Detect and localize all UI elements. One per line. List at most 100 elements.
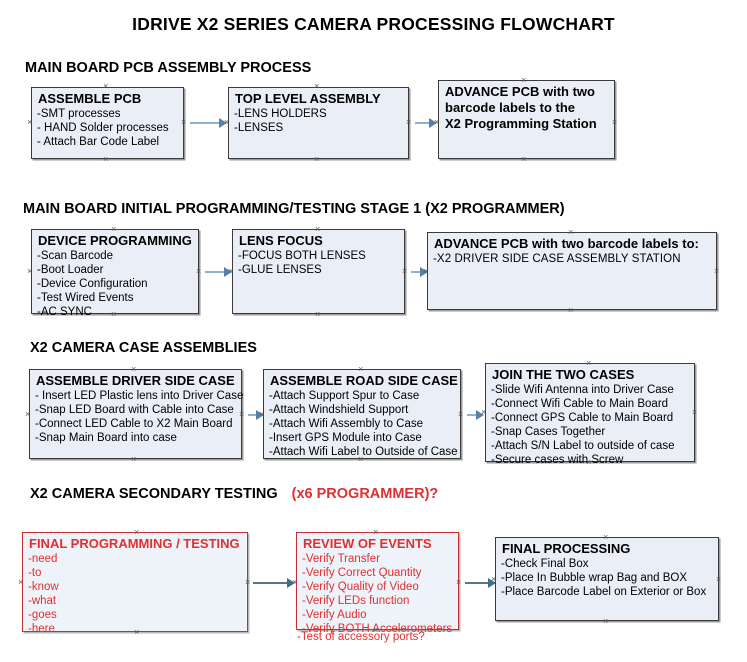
box-review-of-events[interactable]: REVIEW OF EVENTS -Verify Transfer -Verif… [296,532,459,635]
box-title: ADVANCE PCB with two [445,84,595,99]
handle-marker[interactable]: × [423,266,429,276]
handle-marker[interactable]: × [103,81,109,91]
box-final-programming-testing[interactable]: FINAL PROGRAMMING / TESTING -need -to -k… [22,532,248,635]
handle-marker[interactable]: × [456,577,462,587]
handle-marker[interactable]: × [196,266,202,276]
box-assemble-pcb[interactable]: ASSEMBLE PCB -SMT processes - HAND Solde… [31,87,184,159]
box-line: -here [28,623,55,635]
handle-marker[interactable]: × [111,224,117,234]
box-line: -Attach S/N Label to outside of case [491,440,675,452]
box-line: -Snap Cases Together [491,426,606,438]
handle-marker[interactable]: × [292,577,298,587]
handle-marker[interactable]: × [27,117,33,127]
handle-marker[interactable]: × [25,409,31,419]
handle-marker[interactable]: × [181,117,187,127]
handle-marker[interactable]: × [716,574,722,584]
box-line: -LENS HOLDERS [234,108,327,120]
handle-marker[interactable]: × [131,364,137,374]
box-line: -Device Configuration [37,278,148,290]
box-title: ASSEMBLE DRIVER SIDE CASE [36,373,235,388]
connector-top-assembly-to-advance [415,122,435,124]
handle-marker[interactable]: × [228,266,234,276]
box-advance-pcb-driver-side-case[interactable]: ADVANCE PCB with two barcode labels to: … [427,232,717,310]
section-heading-3: X2 CAMERA CASE ASSEMBLIES [30,340,257,356]
handle-marker[interactable]: × [603,616,609,626]
box-join-the-two-cases[interactable]: JOIN THE TWO CASES -Slide Wifi Antenna i… [485,363,695,466]
box-final-processing[interactable]: FINAL PROCESSING -Check Final Box -Place… [495,537,719,621]
arrow-head-icon [224,267,232,277]
box-title: JOIN THE TWO CASES [492,367,635,382]
handle-marker[interactable]: × [521,75,527,85]
box-lens-focus[interactable]: LENS FOCUS -FOCUS BOTH LENSES -GLUE LENS… [232,229,405,314]
box-top-level-assembly[interactable]: TOP LEVEL ASSEMBLY -LENS HOLDERS -LENSES [228,87,409,159]
handle-marker[interactable]: × [521,154,527,164]
section-heading-2-text: MAIN BOARD INITIAL PROGRAMMING/TESTING S… [23,201,565,217]
section-heading-3-text: X2 CAMERA CASE ASSEMBLIES [30,340,257,356]
box-line: -Place In Bubble wrap Bag and BOX [501,572,688,584]
box-line: -Snap Main Board into case [35,432,177,444]
box-line: -Connect GPS Cable to Main Board [491,412,674,424]
handle-marker[interactable]: × [315,224,321,234]
handle-marker[interactable]: × [134,627,140,637]
handle-marker[interactable]: × [458,409,464,419]
handle-marker[interactable]: × [224,117,230,127]
handle-marker[interactable]: × [402,266,408,276]
box-assemble-driver-side-case[interactable]: ASSEMBLE DRIVER SIDE CASE - Insert LED P… [29,369,244,459]
connector-review-to-final-processing [465,582,495,584]
handle-marker[interactable]: × [131,454,137,464]
box-line: -AC SYNC [37,306,92,318]
handle-marker[interactable]: × [586,457,592,467]
handle-marker[interactable]: × [586,358,592,368]
box-title: FINAL PROGRAMMING / TESTING [29,536,240,551]
connector-device-to-lens-focus [205,271,230,273]
box-line: -to [28,567,42,579]
arrow-head-icon [219,118,227,128]
handle-marker[interactable]: × [603,532,609,542]
arrow-head-icon [429,118,437,128]
handle-marker[interactable]: × [134,527,140,537]
handle-marker[interactable]: × [245,577,251,587]
handle-marker[interactable]: × [259,409,265,419]
handle-marker[interactable]: × [692,407,698,417]
handle-marker[interactable]: × [491,574,497,584]
box-title: FINAL PROCESSING [502,541,631,556]
handle-marker[interactable]: × [373,527,379,537]
box-line: -Verify Audio [302,609,367,621]
box-device-programming[interactable]: DEVICE PROGRAMMING -Scan Barcode -Boot L… [31,229,199,318]
handle-marker[interactable]: × [434,117,440,127]
box-line: -FOCUS BOTH LENSES [238,250,366,262]
box-title: ADVANCE PCB with two barcode labels to: [434,236,699,251]
connector-lens-focus-to-advance [411,271,426,273]
connector-road-side-to-join [467,414,482,416]
handle-marker[interactable]: × [714,266,720,276]
box-assemble-road-side-case[interactable]: ASSEMBLE ROAD SIDE CASE -Attach Support … [263,369,461,459]
handle-marker[interactable]: × [358,454,364,464]
box-line: - Insert LED Plastic lens into Driver Ca… [35,390,244,402]
handle-marker[interactable]: × [27,266,33,276]
handle-marker[interactable]: × [315,309,321,319]
handle-marker[interactable]: × [18,577,24,587]
connector-pcb-to-top-assembly [190,122,225,124]
handle-marker[interactable]: × [373,625,379,635]
box-line: -SMT processes [37,108,121,120]
handle-marker[interactable]: × [358,364,364,374]
box-line: -Attach Support Spur to Case [269,390,420,402]
handle-marker[interactable]: × [481,407,487,417]
box-overflow-line: -Test of accessory ports? [297,631,425,643]
handle-marker[interactable]: × [314,81,320,91]
box-line: -Slide Wifi Antenna into Driver Case [491,384,674,396]
handle-marker[interactable]: × [568,227,574,237]
section-heading-4-text: X2 CAMERA SECONDARY TESTING [30,486,278,502]
handle-marker[interactable]: × [406,117,412,127]
arrow-head-icon [488,578,496,588]
handle-marker[interactable]: × [111,309,117,319]
box-line: -Secure cases with Screw [491,454,624,466]
handle-marker[interactable]: × [612,117,618,127]
box-advance-pcb-programming-station[interactable]: ADVANCE PCB with two barcode labels to t… [438,80,615,159]
handle-marker[interactable]: × [239,409,245,419]
box-line: - Attach Bar Code Label [37,136,160,148]
box-line: -X2 DRIVER SIDE CASE ASSEMBLY STATION [433,253,681,265]
handle-marker[interactable]: × [314,154,320,164]
handle-marker[interactable]: × [103,154,109,164]
handle-marker[interactable]: × [568,305,574,315]
